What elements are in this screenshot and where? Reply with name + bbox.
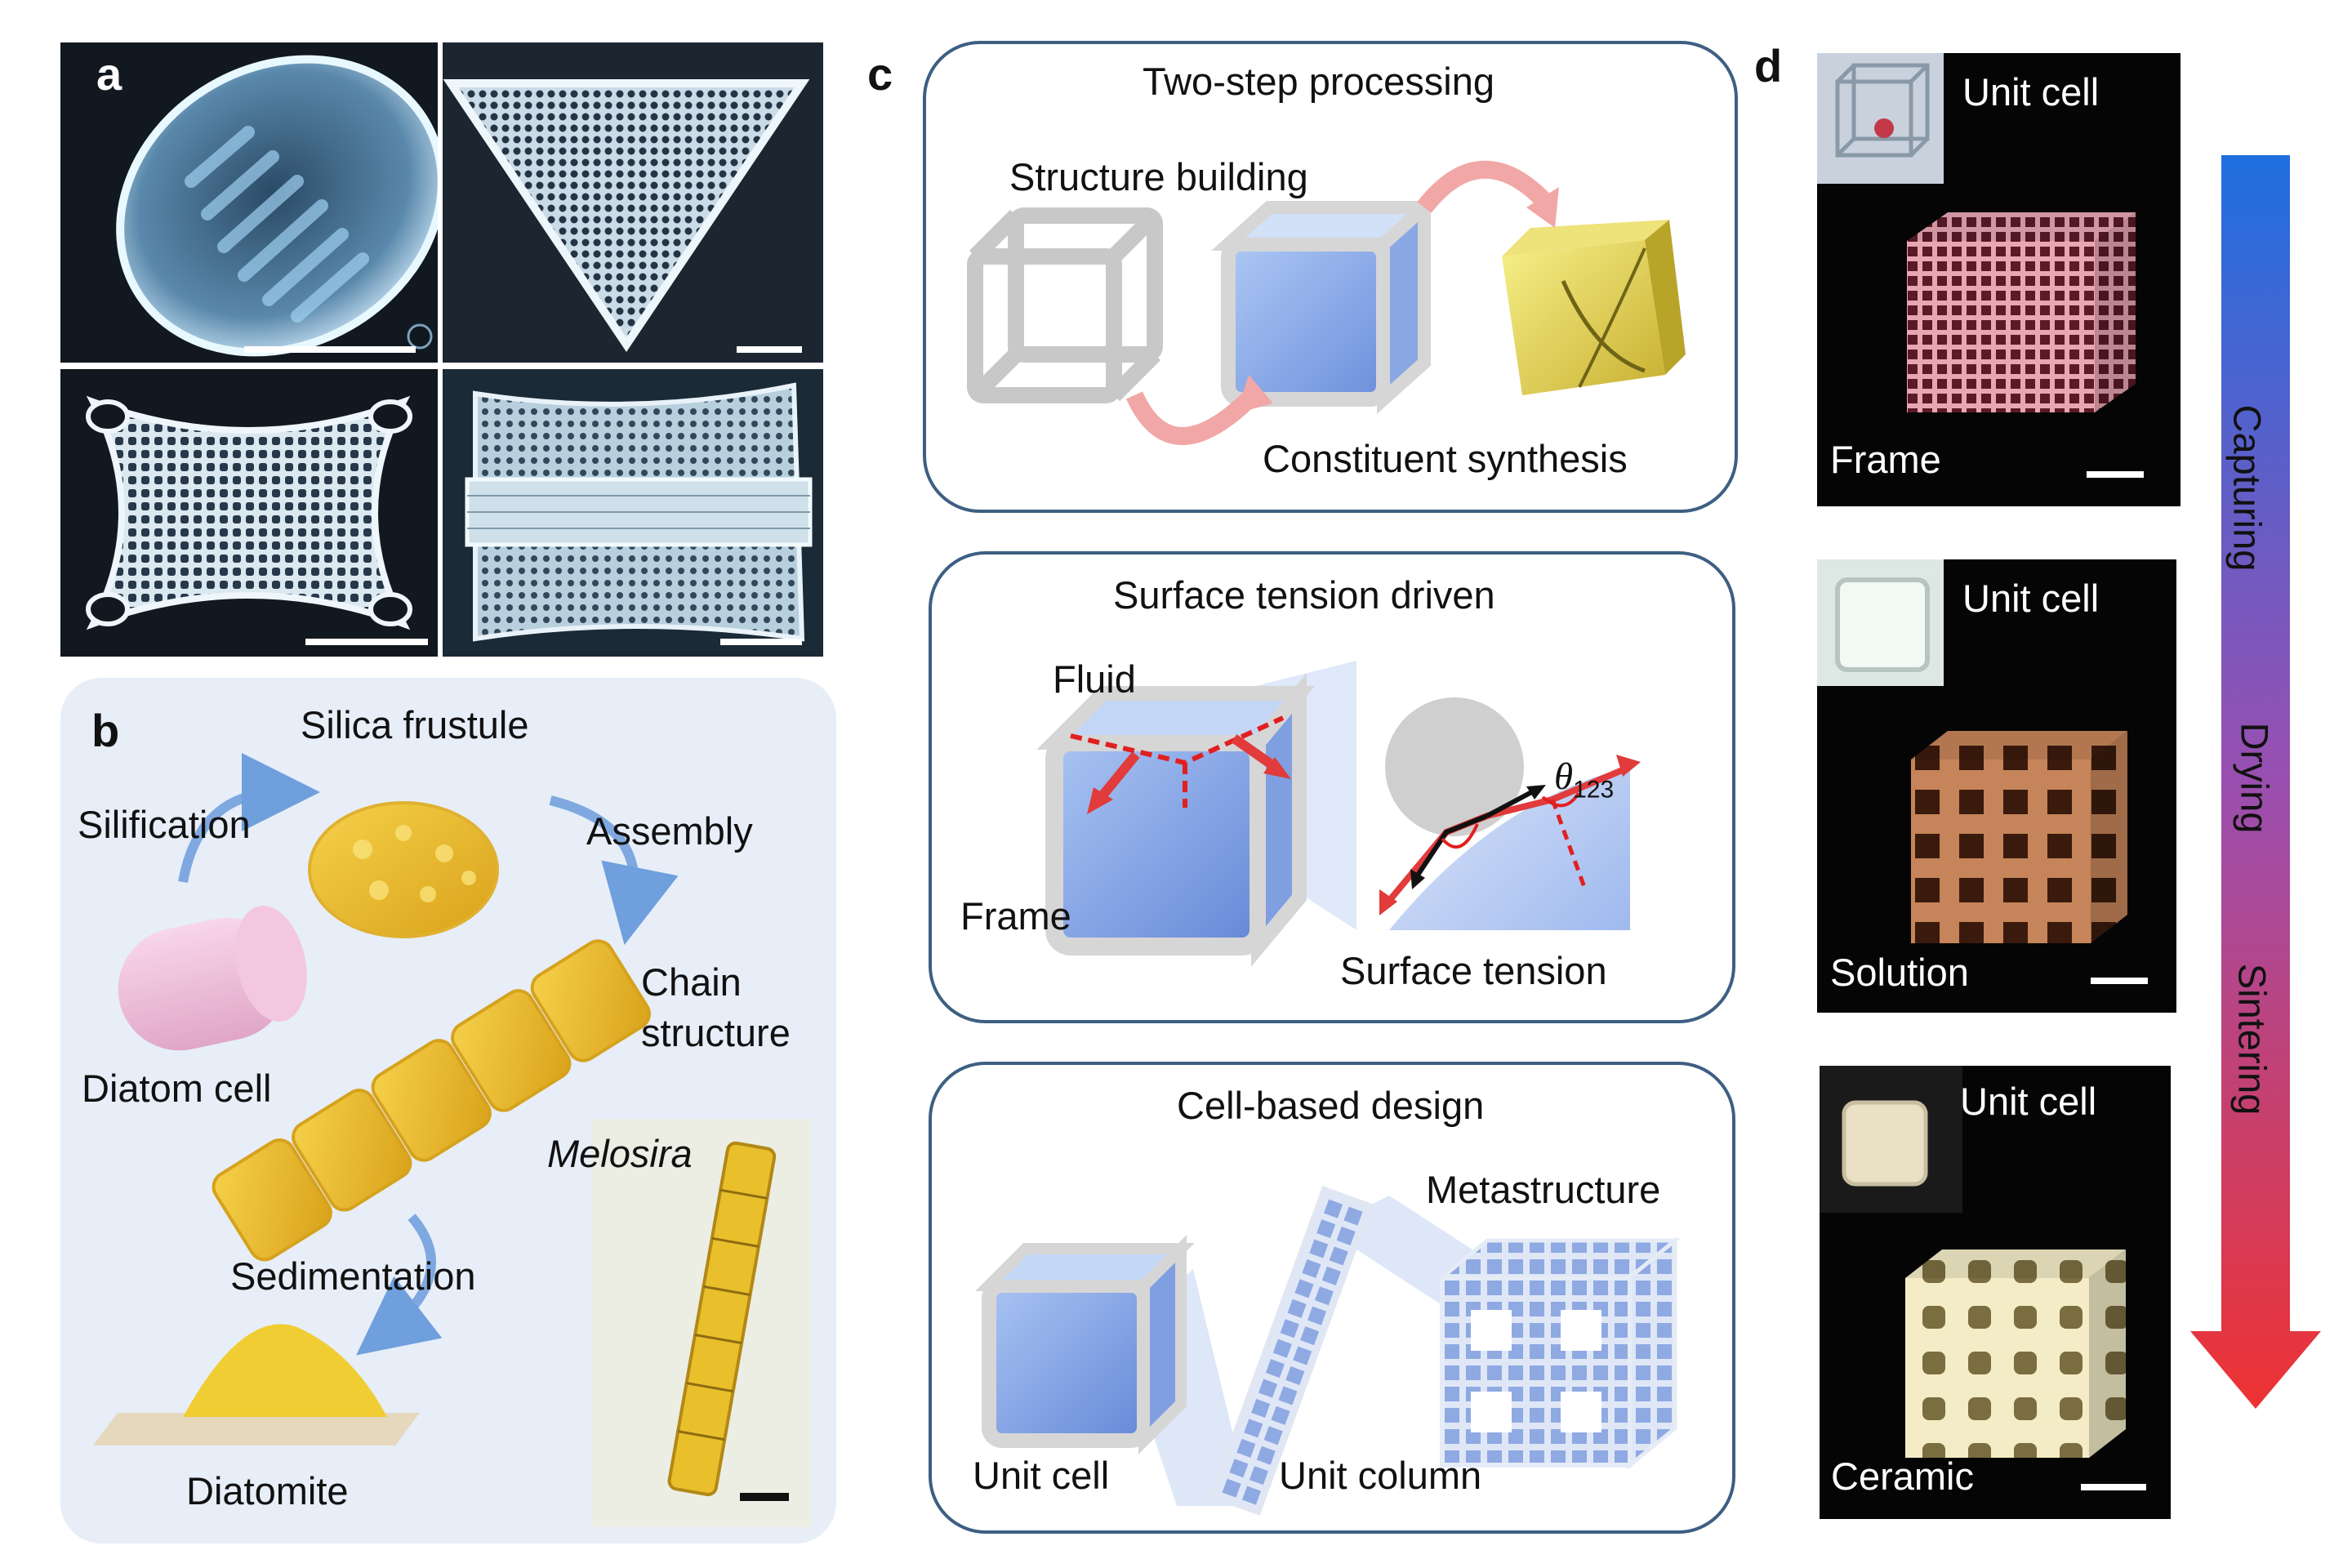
- panel-a-letter: a: [96, 48, 122, 100]
- solution-photo-label: Solution: [1830, 951, 1969, 994]
- surface-tension-title: Surface tension driven: [1113, 573, 1495, 617]
- diatom-cell-image: [118, 906, 307, 1051]
- panel-b-illustration: [93, 753, 812, 1527]
- chain-label-line1: Chain: [641, 960, 742, 1004]
- unit-cell-label-2: Unit cell: [1962, 577, 2100, 620]
- process-arrow: [2190, 155, 2321, 1409]
- frame-lattice-image: [1817, 53, 2180, 506]
- ceramic-lattice-image: [1820, 1066, 2171, 1519]
- frame-label: Frame: [960, 894, 1071, 938]
- scale-bar: [244, 346, 416, 353]
- triangle-diatom-image: [443, 42, 823, 363]
- two-step-title: Two-step processing: [1143, 60, 1495, 103]
- panel-c-letter: c: [867, 48, 893, 100]
- sem-triangle-diatom: [443, 42, 823, 363]
- melosira-label: Melosira: [547, 1132, 693, 1175]
- theta-label: θ123: [1554, 755, 1614, 804]
- ceramic-photo: Unit cell Ceramic: [1820, 1066, 2171, 1519]
- unit-column-label: Unit column: [1279, 1454, 1482, 1497]
- cell-based-title: Cell-based design: [1177, 1084, 1485, 1127]
- cylinder-diatom-image: [443, 369, 823, 657]
- scale-bar: [2087, 471, 2144, 478]
- chain-label-line2: structure: [641, 1011, 791, 1054]
- surface-tension-box: Surface tension driven Fluid Frame Surfa…: [929, 551, 1735, 1023]
- constituent-synthesis-label: Constituent synthesis: [1263, 437, 1628, 480]
- panel-d-letter: d: [1754, 40, 1783, 91]
- cell-based-illustration: [975, 1185, 1682, 1517]
- solution-photo: Unit cell Solution: [1817, 559, 2176, 1013]
- sedimentation-label: Sedimentation: [230, 1254, 476, 1298]
- frame-photo-label: Frame: [1830, 438, 1941, 481]
- silica-frustule-image: [308, 801, 499, 938]
- silification-label: Silification: [78, 803, 251, 846]
- panel-b-letter: b: [91, 705, 120, 756]
- surface-tension-label: Surface tension: [1340, 949, 1607, 992]
- solution-lattice-image: [1817, 559, 2176, 1013]
- silica-frustule-label: Silica frustule: [301, 703, 529, 746]
- sem-oval-diatom: [60, 42, 438, 363]
- diatom-cell-label: Diatom cell: [82, 1067, 272, 1110]
- fluid-label: Fluid: [1053, 657, 1136, 701]
- capturing-label: Capturing: [2225, 404, 2270, 572]
- scale-bar: [2091, 978, 2148, 984]
- melosira-micrograph: [591, 1119, 812, 1527]
- metastructure-label: Metastructure: [1426, 1168, 1661, 1211]
- unit-cell-label: Unit cell: [973, 1454, 1110, 1497]
- ceramic-photo-label: Ceramic: [1831, 1454, 1974, 1498]
- theta-symbol: θ: [1554, 755, 1574, 798]
- scale-bar: [720, 639, 802, 645]
- scale-bar: [2081, 1484, 2146, 1490]
- scale-bar: [305, 639, 428, 645]
- sem-cross-diatom: [60, 369, 438, 657]
- scale-bar: [737, 346, 802, 353]
- sintering-label: Sintering: [2230, 963, 2274, 1116]
- unit-cell-label-1: Unit cell: [1962, 70, 2100, 114]
- cell-based-design-box: Cell-based design Metastructure Unit cel…: [929, 1062, 1735, 1534]
- two-step-processing-box: Two-step processing Structure building C…: [923, 41, 1738, 513]
- oval-diatom-image: [116, 55, 438, 357]
- unit-cell-label-3: Unit cell: [1960, 1080, 2097, 1123]
- two-step-illustration: [967, 160, 1686, 445]
- diatomite-image: [93, 1324, 420, 1446]
- sem-cylinder-diatom: [443, 369, 823, 657]
- surface-tension-illustration: [1036, 661, 1641, 967]
- cross-diatom-image: [86, 395, 412, 630]
- drying-label: Drying: [2233, 722, 2277, 834]
- chain-structure-image: [212, 939, 651, 1262]
- structure-building-label: Structure building: [1009, 155, 1308, 198]
- diatomite-label: Diatomite: [186, 1469, 349, 1512]
- frame-photo: Unit cell Frame: [1817, 53, 2180, 506]
- assembly-label: Assembly: [586, 809, 753, 853]
- theta-subscript: 123: [1573, 776, 1615, 804]
